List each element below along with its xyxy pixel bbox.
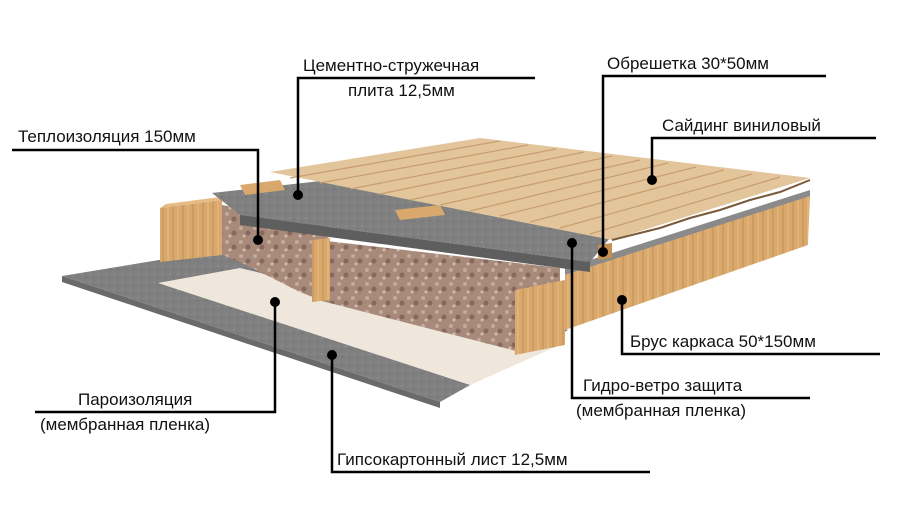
label-battens: Обрешетка 30*50мм — [607, 54, 769, 73]
label-cement-board-line2: плита 12,5мм — [348, 81, 455, 100]
leader-lines — [12, 74, 880, 474]
label-vapor-barrier-line2: (мембранная пленка) — [40, 415, 210, 434]
label-insulation: Теплоизоляция 150мм — [18, 127, 196, 146]
label-cement-board-line1: Цементно-стружечная — [303, 56, 480, 75]
label-vapor-barrier-line1: Пароизоляция — [78, 390, 193, 409]
vinyl-siding — [270, 138, 811, 241]
vapor-barrier — [158, 268, 560, 385]
label-siding: Сайдинг виниловый — [662, 116, 821, 135]
label-wind-barrier-line1: Гидро-ветро защита — [583, 376, 743, 395]
label-gypsum: Гипсокартонный лист 12,5мм — [337, 450, 568, 469]
leader-dots — [253, 175, 657, 360]
frame-timber — [160, 195, 810, 355]
label-frame-beam: Брус каркаса 50*150мм — [630, 332, 816, 351]
wind-barrier-strip — [565, 190, 810, 275]
cement-particle-board — [212, 180, 610, 272]
label-wind-barrier-line2: (мембранная пленка) — [576, 401, 746, 420]
